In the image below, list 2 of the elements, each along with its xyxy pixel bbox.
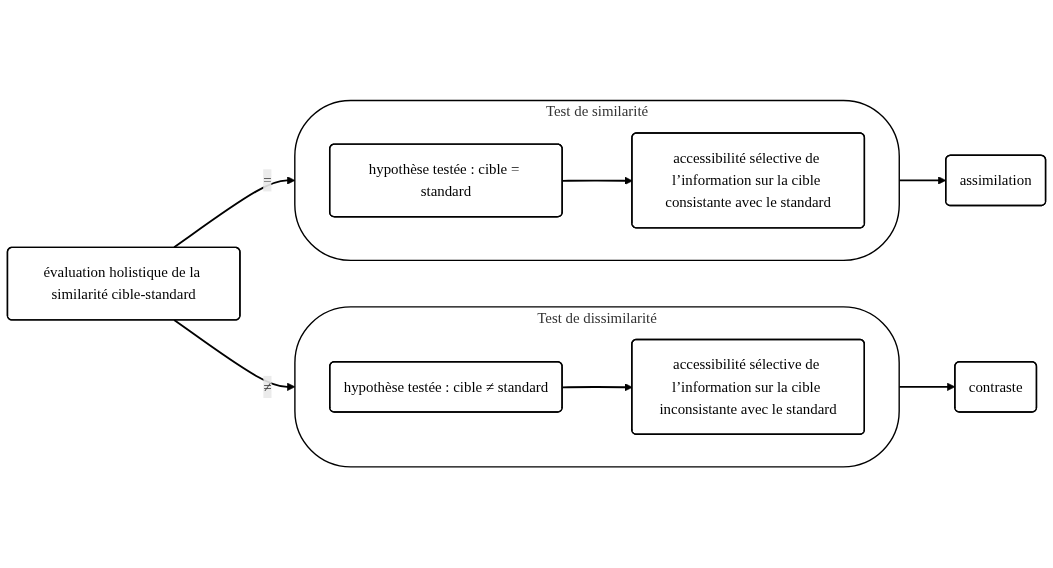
edge-label: ≠ <box>263 378 272 395</box>
edge-label: = <box>263 172 272 189</box>
